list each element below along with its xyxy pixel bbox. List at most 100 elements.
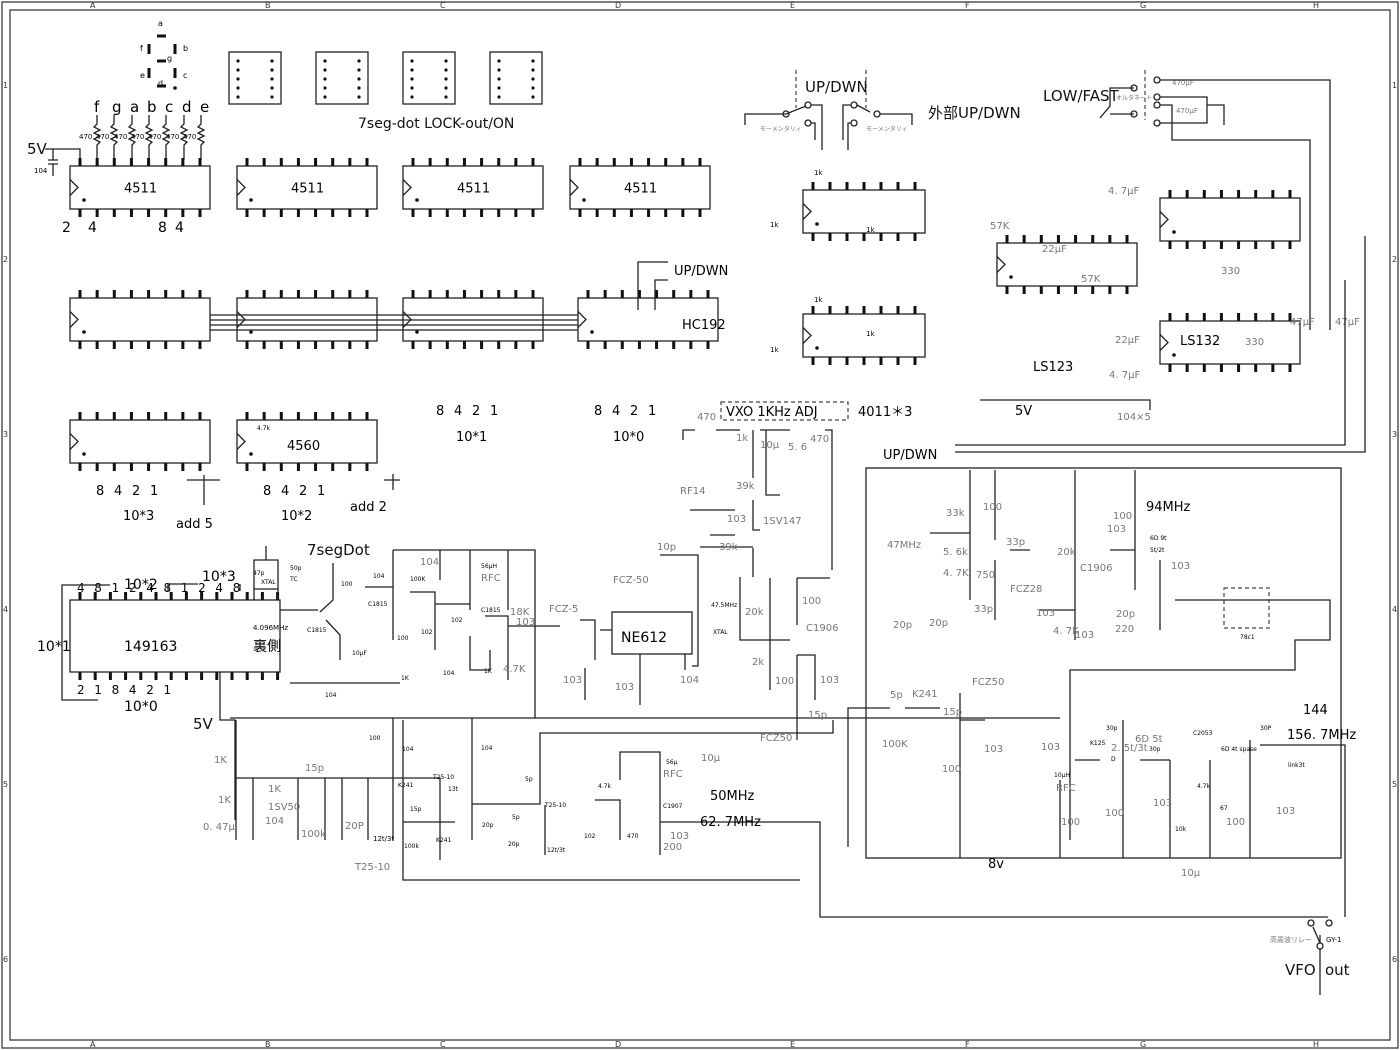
vxo-adj-title: VXO 1KHz ADJ (726, 405, 818, 420)
vfo-c20p: 20P (345, 821, 364, 832)
col-label: F (965, 1040, 970, 1049)
ls132-label: LS132 (1180, 334, 1220, 349)
osc94-r750: 750 (976, 570, 995, 581)
segment-resistor: 470 (114, 115, 137, 160)
crystal-osc-circuit: 47.5MHz XTAL 20k 2k 100 100 C1906 103 15… (711, 577, 839, 744)
display-pin (410, 77, 414, 81)
out-link: link3t (1288, 762, 1305, 769)
lock-label: 7seg-dot LOCK-out/ON (358, 116, 514, 132)
osc94-mixer: 78c1 (1240, 634, 1255, 641)
ls123-label: LS123 (1033, 360, 1073, 375)
vfo-c10u: 10μ (701, 753, 721, 764)
mixer-c102-b: 102 (421, 629, 433, 636)
prescaler-top-pin-label: 8 (94, 581, 102, 595)
prescaler-crystal-freq: 4.096MHz (253, 624, 288, 632)
display-module (489, 51, 543, 105)
vfo-coil3-turns: 12t/3t (547, 847, 566, 854)
chip-label: 4511 (624, 182, 657, 197)
bypass-x5-label: 104×5 (1117, 412, 1151, 423)
digit-label: 10*3 (123, 509, 154, 524)
seg-dot-label: 7segDot (307, 541, 370, 559)
display-pin (410, 68, 414, 72)
vfo-r470: 470 (627, 833, 639, 840)
prescaler-bottom-pin-label: 8 (112, 683, 120, 697)
vfo-c047: 0. 47μ (203, 822, 235, 833)
chip-body (236, 419, 378, 464)
out-c15p: 15p (943, 707, 962, 718)
adder-chip-label: 4560 (287, 439, 320, 454)
vxo-r470a: 470 (697, 412, 716, 423)
osc94-transistor: C1906 (1080, 563, 1112, 574)
out-drain: D (1111, 756, 1116, 763)
out-band2: 156. 7MHz (1287, 728, 1356, 743)
gate-resistor-labels: 1k 1k 1k 1k 1k 1k (770, 169, 875, 354)
vfo-out-label: VFO (1285, 961, 1316, 979)
prescaler-bottom-pin-label: 1 (164, 683, 172, 697)
digit-label: 10*2 (281, 509, 312, 524)
pin1-dot (1009, 275, 1013, 279)
display-pin (323, 68, 327, 72)
resistor-zigzag (92, 115, 102, 160)
osc94-r100: 100 (983, 502, 1002, 513)
grid-column-labels: A B C D E F G H A B C D E F G H (90, 1, 1319, 1049)
col-label: G (1140, 1, 1146, 10)
vfo-c20p-c: 20p (508, 841, 520, 848)
c47-label-1: 4. 7μF (1108, 186, 1139, 197)
display-pin (323, 95, 327, 99)
row-label: 6 (3, 955, 8, 964)
bcd-label: 2 (62, 220, 71, 236)
out-fet2: K125 (1090, 740, 1106, 747)
bcd-label: 1 (490, 404, 498, 419)
bcd-label: 4 (88, 220, 97, 236)
chip-label: 4511 (457, 182, 490, 197)
col-label: F (965, 1, 970, 10)
osc94-coil: 6D 9t (1150, 535, 1167, 542)
schmitt-ls132-a (1159, 190, 1301, 249)
vfo-band2: 62. 7MHz (700, 815, 761, 830)
vxo-r39k-a: 39k (736, 481, 755, 492)
osc-r2k: 2k (752, 657, 764, 668)
display-module (315, 51, 369, 105)
out-r100k: 100K (882, 739, 908, 750)
chip-body (569, 165, 711, 210)
segment-resistor: 470 (166, 115, 189, 160)
bcd-label: 8 (158, 220, 167, 236)
cap-470-label-2: 470μF (1176, 107, 1198, 115)
vfo-c15p: 15p (305, 763, 324, 774)
display-pin (444, 95, 448, 99)
out-r100-b: 100 (1061, 817, 1080, 828)
dot-resistor-label: 100 (341, 581, 353, 588)
vfo-transistor: C1907 (663, 803, 683, 810)
pin1-dot (249, 330, 253, 334)
decoder-bcd-labels: 2 4 8 4 (62, 220, 184, 236)
osc94-crystal: 47MHz (887, 540, 921, 551)
relay-label: 高周波リレー (1270, 935, 1312, 944)
pin1-dot (1172, 353, 1176, 357)
display-pin (323, 77, 327, 81)
out-c103-b: 103 (1041, 742, 1060, 753)
segment-f-label: f (140, 44, 143, 53)
out-c5p: 5p (890, 690, 903, 701)
group-label: 10*2 (124, 577, 158, 593)
vfo-r100: 100 (369, 735, 381, 742)
resistor-label: 1k (866, 226, 875, 234)
mixer-r47k: 4.7K (503, 664, 526, 675)
segment-d-label: d (158, 79, 163, 88)
osc94-band: 94MHz (1146, 500, 1191, 515)
segment-resistor: 470 (148, 115, 171, 160)
display-pin (357, 95, 361, 99)
osc94-c20p-b: 20p (929, 618, 948, 629)
c22-label-1: 22μF (1042, 244, 1067, 255)
clock-marker (569, 179, 579, 196)
display-pin (270, 68, 274, 72)
output-relay[interactable]: 高周波リレー GY-1 (1270, 919, 1342, 950)
bcd-label: 2 (630, 404, 638, 419)
pin1-dot (415, 330, 419, 334)
display-pin (236, 68, 240, 72)
osc-r20k: 20k (745, 607, 764, 618)
resistor-value: 470 (166, 133, 179, 141)
decoder-4511: 4511 (402, 158, 544, 217)
out-coil: 2. 5t/3t (1111, 743, 1148, 754)
osc-xtal-label: XTAL (713, 629, 728, 636)
